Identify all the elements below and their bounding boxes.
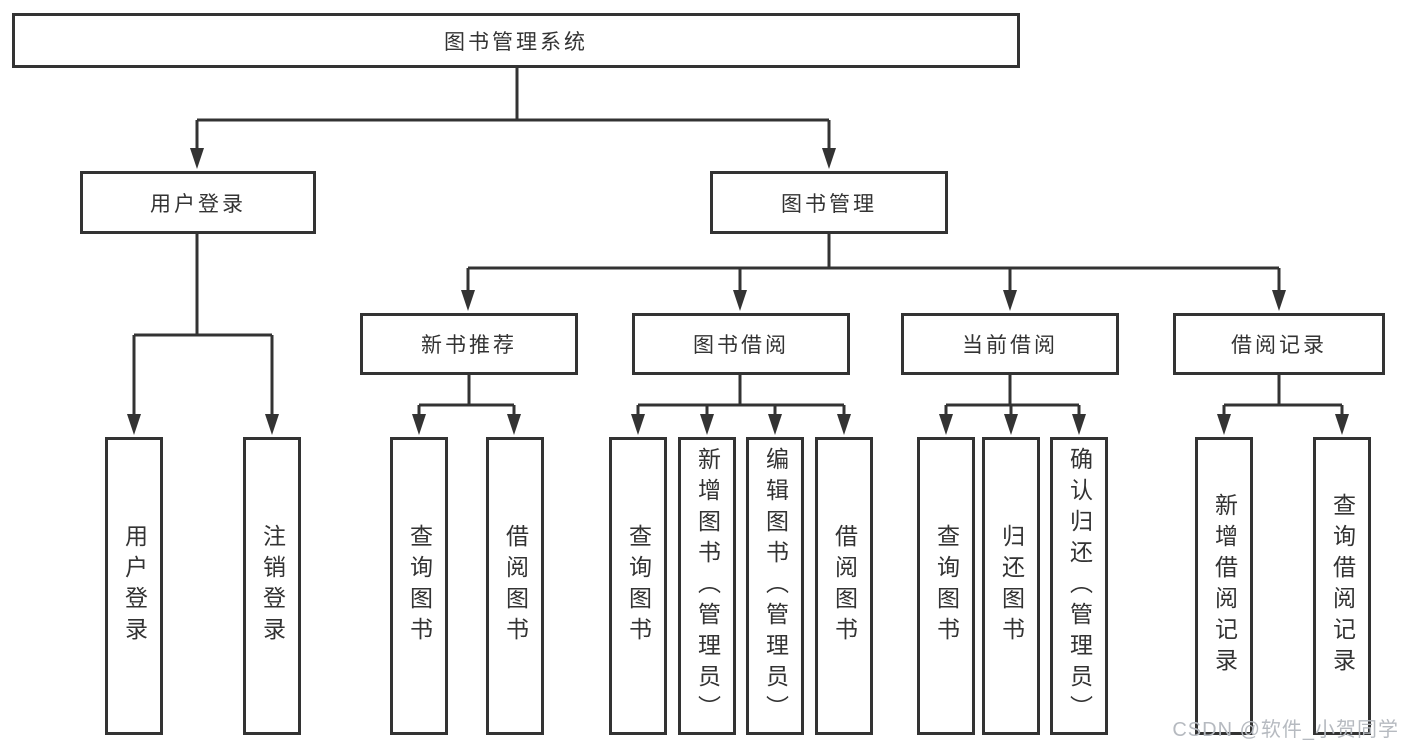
arrowhead	[412, 414, 426, 435]
node-label: 确认归还（管理员）	[1066, 446, 1093, 726]
node-root: 图书管理系统	[12, 13, 1020, 68]
node-label: 查询图书	[933, 524, 960, 648]
arrowhead	[461, 290, 475, 311]
node-label: 图书借阅	[693, 334, 789, 357]
arrowhead	[1003, 290, 1017, 311]
node-label: 新增借阅记录	[1211, 493, 1238, 679]
arrowhead	[1335, 414, 1349, 435]
connector-userlogin-to-leaves	[132, 234, 274, 416]
node-leaf-confirm-return-admin: 确认归还（管理员）	[1050, 437, 1108, 735]
node-leaf-return-books: 归还图书	[982, 437, 1040, 735]
node-label: 图书管理	[781, 192, 877, 216]
arrowhead	[822, 148, 836, 169]
node-current-borrowing: 当前借阅	[901, 313, 1119, 375]
node-user-login-branch: 用户登录	[80, 171, 316, 234]
node-label: 借阅记录	[1231, 334, 1327, 357]
connector-newbooks-to-leaves	[417, 375, 516, 416]
node-leaf-query-borrow-record: 查询借阅记录	[1313, 437, 1371, 735]
node-leaf-query-books-recommend: 查询图书	[390, 437, 448, 735]
node-leaf-borrow-books: 借阅图书	[815, 437, 873, 735]
node-label: 归还图书	[998, 524, 1025, 648]
node-leaf-logout: 注销登录	[243, 437, 301, 735]
arrowhead	[1072, 414, 1086, 435]
node-new-book-recommend: 新书推荐	[360, 313, 578, 375]
arrowhead	[837, 414, 851, 435]
arrowhead	[939, 414, 953, 435]
arrowhead	[507, 414, 521, 435]
arrowhead	[733, 290, 747, 311]
node-label: 查询图书	[406, 524, 433, 648]
arrowhead	[768, 414, 782, 435]
node-root-label: 图书管理系统	[444, 30, 588, 54]
node-leaf-borrow-books-recommend: 借阅图书	[486, 437, 544, 735]
connector-root-to-level2	[195, 68, 831, 150]
arrowhead	[127, 414, 141, 435]
arrowhead	[631, 414, 645, 435]
node-leaf-query-books-borrowing: 查询图书	[609, 437, 667, 735]
connector-borrowing-to-leaves	[636, 375, 846, 416]
connector-current-to-leaves	[944, 375, 1081, 416]
node-book-borrowing: 图书借阅	[632, 313, 850, 375]
node-leaf-user-login: 用户登录	[105, 437, 163, 735]
node-label: 编辑图书（管理员）	[762, 446, 789, 726]
node-label: 新书推荐	[421, 334, 517, 357]
arrowhead	[265, 414, 279, 435]
node-label: 用户登录	[121, 524, 148, 648]
node-leaf-query-books-current: 查询图书	[917, 437, 975, 735]
arrowhead	[700, 414, 714, 435]
connector-bookmgmt-to-level3	[466, 234, 1281, 292]
node-label: 当前借阅	[962, 334, 1058, 357]
node-label: 注销登录	[259, 524, 286, 648]
node-leaf-add-books-admin: 新增图书（管理员）	[678, 437, 736, 735]
arrowhead	[1217, 414, 1231, 435]
node-label: 新增图书（管理员）	[694, 446, 721, 726]
node-label: 借阅图书	[502, 524, 529, 648]
node-leaf-edit-books-admin: 编辑图书（管理员）	[746, 437, 804, 735]
node-borrowing-records: 借阅记录	[1173, 313, 1385, 375]
node-label: 借阅图书	[831, 524, 858, 648]
node-label: 查询借阅记录	[1329, 493, 1356, 679]
arrowhead	[190, 148, 204, 169]
node-label: 查询图书	[625, 524, 652, 648]
arrowhead	[1004, 414, 1018, 435]
arrowhead	[1272, 290, 1286, 311]
connector-records-to-leaves	[1222, 375, 1344, 416]
node-book-management-branch: 图书管理	[710, 171, 948, 234]
node-leaf-add-borrow-record: 新增借阅记录	[1195, 437, 1253, 735]
node-label: 用户登录	[150, 192, 246, 216]
